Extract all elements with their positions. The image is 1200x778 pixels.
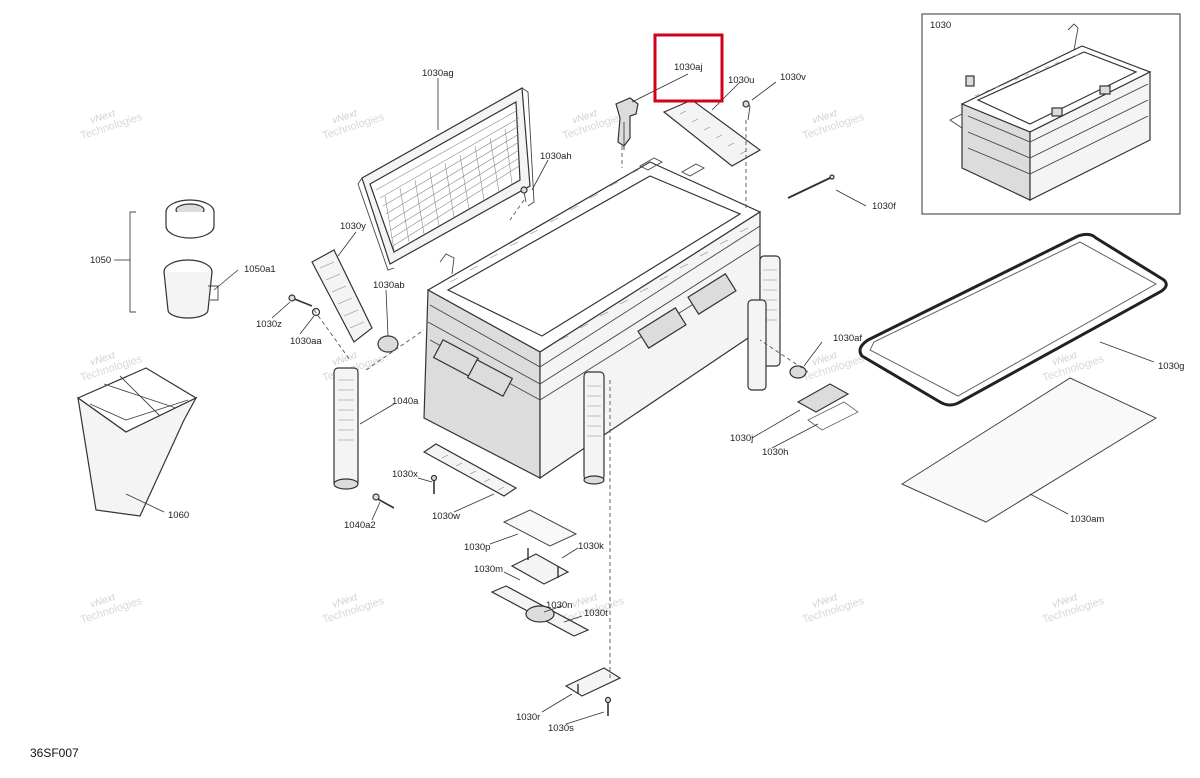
highlight-box <box>653 33 724 103</box>
part-label-1030n: 1030n <box>546 600 572 611</box>
plate-1030p <box>502 509 578 547</box>
part-label-1030t: 1030t <box>584 608 608 619</box>
rod-1030f <box>787 174 835 199</box>
part-label-1030af: 1030af <box>833 333 862 344</box>
part-label-1040a: 1040a <box>392 396 419 407</box>
screw-1030ah <box>520 186 528 203</box>
knob-1030af <box>789 365 807 379</box>
part-label-1030z: 1030z <box>256 319 282 330</box>
part-label-1030aa: 1030aa <box>290 336 322 347</box>
leg-front-right <box>583 371 605 485</box>
strap-1030t <box>490 585 590 637</box>
part-label-1050: 1050 <box>90 255 111 266</box>
screw-1030z <box>288 294 313 307</box>
legs <box>333 255 781 490</box>
part-label-1030g: 1030g <box>1158 361 1184 372</box>
part-label-1030r: 1030r <box>516 712 540 723</box>
bracket-1030r <box>564 667 622 697</box>
part-label-1030w: 1030w <box>432 511 460 522</box>
part-label-1040a2: 1040a2 <box>344 520 376 531</box>
seal-1030g <box>858 232 1168 407</box>
top-slots <box>449 169 749 341</box>
part-label-1060: 1060 <box>168 510 189 521</box>
lid-1030ag <box>357 87 535 271</box>
screw-1040a2 <box>372 493 395 509</box>
part-label-1030ag: 1030ag <box>422 68 454 79</box>
part-label-1030k: 1030k <box>578 541 604 552</box>
bucket-1060 <box>76 367 198 517</box>
lid-grid <box>375 109 520 251</box>
side-tray-1030y <box>311 249 373 343</box>
part-label-1030p: 1030p <box>464 542 490 553</box>
leader-lines <box>114 73 1155 725</box>
rail-1030w <box>422 443 518 497</box>
sheet-1030am <box>900 377 1158 523</box>
part-label-1030: 1030 <box>930 20 951 31</box>
leg-rear-right <box>747 299 767 391</box>
bracket-1030k <box>510 548 570 585</box>
part-label-1030ab: 1030ab <box>373 280 405 291</box>
assembly-lines <box>313 120 809 680</box>
screw-1030s <box>604 696 612 716</box>
part-label-1030am: 1030am <box>1070 514 1104 525</box>
part-label-1030x: 1030x <box>392 469 418 480</box>
part-label-1030u: 1030u <box>728 75 754 86</box>
plate-1030j <box>796 383 850 413</box>
part-label-1030f: 1030f <box>872 201 896 212</box>
washer-1030aa <box>311 307 321 317</box>
latch-1030aj <box>615 97 639 150</box>
part-label-1030m: 1030m <box>474 564 503 575</box>
part-label-1030j: 1030j <box>730 433 753 444</box>
part-label-1030aj: 1030aj <box>674 62 703 73</box>
screw-1030v <box>742 100 751 121</box>
part-label-1030ah: 1030ah <box>540 151 572 162</box>
bracket-1030u <box>662 99 762 167</box>
part-label-1050a1: 1050a1 <box>244 264 276 275</box>
part-labels: 1030aj 1030u 1030v 1030ag 1030ah 1030f 1… <box>90 62 1184 734</box>
part-label-1030v: 1030v <box>780 72 806 83</box>
plate-1030h <box>807 401 859 431</box>
part-label-1030h: 1030h <box>762 447 788 458</box>
leg-front-left <box>333 367 359 490</box>
diagram-code: 36SF007 <box>30 746 79 760</box>
assembled-view-inset: 1030 <box>921 13 1181 215</box>
part-label-1030y: 1030y <box>340 221 366 232</box>
part-label-1030s: 1030s <box>548 723 574 734</box>
screw-1030x <box>430 474 438 494</box>
cup-holder-1050 <box>129 199 219 319</box>
